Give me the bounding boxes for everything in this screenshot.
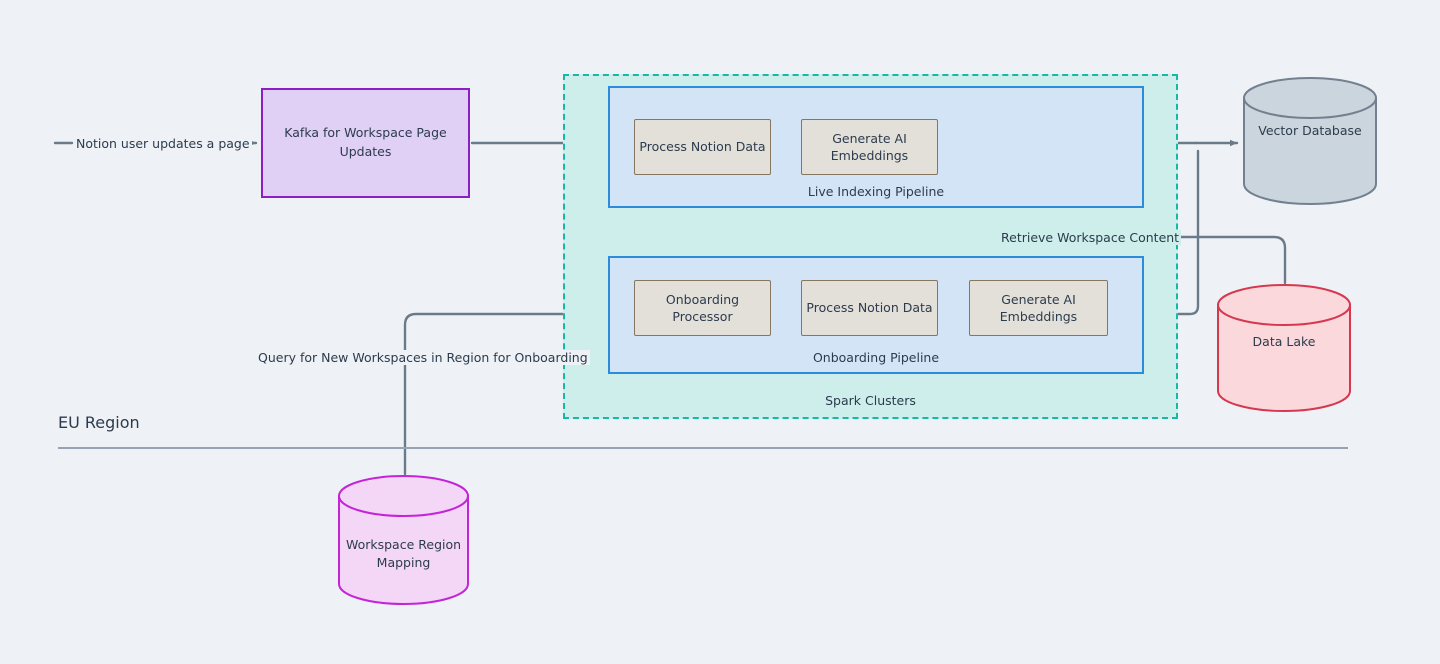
data-lake-node[interactable]: Data Lake bbox=[1216, 283, 1352, 413]
live-indexing-pipeline-label: Live Indexing Pipeline bbox=[807, 184, 945, 199]
workspace-region-mapping-node[interactable]: Workspace Region Mapping bbox=[337, 474, 470, 606]
task-process-notion-data-live[interactable]: Process Notion Data bbox=[634, 119, 771, 175]
vector-database-label: Vector Database bbox=[1258, 123, 1362, 138]
spark-clusters-label: Spark Clusters bbox=[825, 393, 916, 408]
task-generate-ai-embeddings-onboarding[interactable]: Generate AI Embeddings bbox=[969, 280, 1108, 336]
cylinder-shape bbox=[338, 475, 469, 605]
data-lake-label: Data Lake bbox=[1252, 334, 1316, 349]
eu-region-label: EU Region bbox=[58, 413, 140, 432]
cylinder-shape bbox=[1243, 77, 1377, 205]
task-process-notion-data-onboarding[interactable]: Process Notion Data bbox=[801, 280, 938, 336]
edge-label-query-new-workspaces: Query for New Workspaces in Region for O… bbox=[256, 350, 590, 365]
task-generate-ai-embeddings-live[interactable]: Generate AI Embeddings bbox=[801, 119, 938, 175]
workspace-region-mapping-label: Workspace Region Mapping bbox=[345, 537, 462, 570]
eu-region-divider bbox=[58, 447, 1348, 449]
edge-label-retrieve-workspace-content: Retrieve Workspace Content bbox=[999, 230, 1182, 245]
cylinder-shape bbox=[1217, 284, 1351, 412]
kafka-node[interactable]: Kafka for Workspace Page Updates bbox=[261, 88, 470, 198]
onboarding-pipeline-label: Onboarding Pipeline bbox=[812, 350, 940, 365]
task-onboarding-processor[interactable]: Onboarding Processor bbox=[634, 280, 771, 336]
edge-label-notion-update: Notion user updates a page bbox=[74, 136, 252, 151]
vector-database-node[interactable]: Vector Database bbox=[1242, 76, 1378, 206]
